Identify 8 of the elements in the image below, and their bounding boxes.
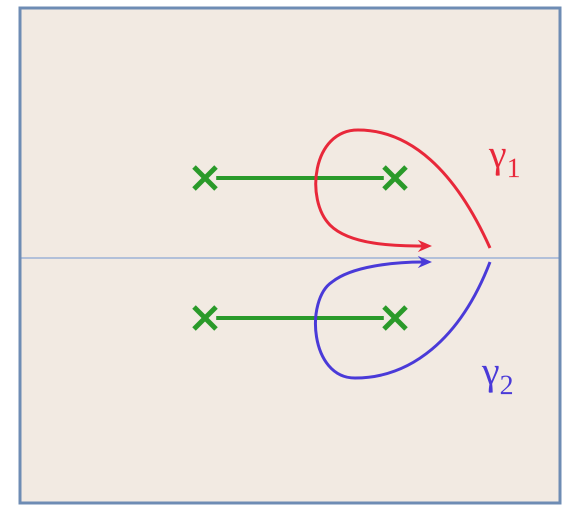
branch-cut (216, 316, 384, 320)
branch-point (192, 305, 218, 331)
branch-point (192, 165, 218, 191)
branch-cut (216, 176, 384, 180)
branch-point (382, 305, 408, 331)
contour-label: γ$_{1}$ (488, 148, 519, 178)
branch-point (382, 165, 408, 191)
contour-label: γ$_{2}$ (482, 366, 512, 394)
